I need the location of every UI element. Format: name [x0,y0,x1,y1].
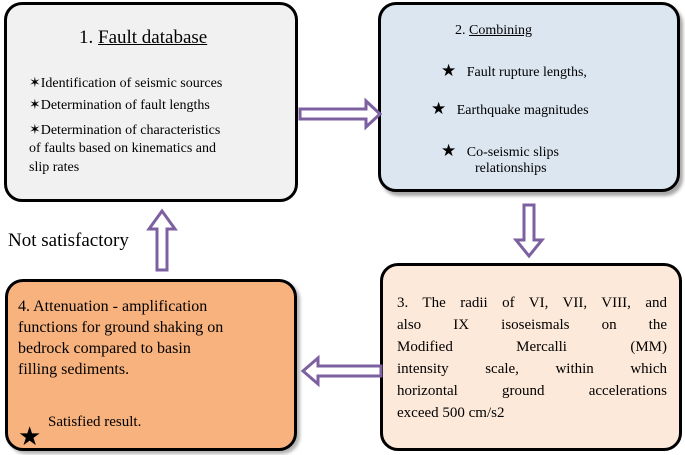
arrow-left [300,354,383,388]
box4-line-3: bedrock compared to basin [18,340,191,357]
star-icon: ✶ [29,123,41,138]
box2-item-2: ★ Earthquake magnitudes [431,99,589,118]
black-star-icon: ★ [18,422,42,451]
box4-line-4: filling sediments. [18,361,130,378]
box1-item-3: ✶Determination of characteristics [29,123,221,138]
black-star-icon: ★ [441,141,457,160]
star-icon: ✶ [29,76,41,91]
box3-text: 3. The radii of VI, VII, VIII, and also … [397,292,667,424]
box3-line-5: horizontal ground accelerations [397,383,667,399]
star-icon: ✶ [29,98,41,113]
box2-title: Combining [469,23,533,38]
box3-line-1: 3. The radii of VI, VII, VIII, and [397,295,667,311]
box3-line-3: Modified Mercalli (MM) [397,339,667,355]
isoseismals-box: 3. The radii of VI, VII, VIII, and also … [380,263,682,451]
box1-heading: 1. Fault database [79,27,207,49]
box2-number: 2. [455,23,466,38]
black-star-icon: ★ [441,61,457,80]
box1-item-3-line-3: slip rates [29,160,80,175]
satisfied-result-label: Satisfied result. [48,414,142,430]
box2-item-3-line-2: relationships [475,161,547,176]
box1-number: 1. [79,27,94,48]
combining-box: 2. Combining ★ Fault rupture lengths, ★ … [378,2,680,192]
box3-line-4: intensity scale, within which [397,361,667,377]
box3-line-6: exceed 500 cm/s2 [397,405,505,421]
attenuation-box: 4. Attenuation - amplification functions… [5,279,297,451]
box1-title: Fault database [98,27,208,48]
box2-item-3: ★ Co-seismic slips [441,141,559,160]
arrow-right [298,97,383,131]
box2-heading: 2. Combining [455,23,532,39]
box1-item-1: ✶Identification of seismic sources [29,76,223,91]
black-star-icon: ★ [431,99,447,118]
box2-item-1: ★ Fault rupture lengths, [441,61,587,80]
fault-database-box: 1. Fault database ✶Identification of sei… [4,2,298,202]
box3-line-2: also IX isoseismals on the [397,317,667,333]
box1-item-2: ✶Determination of fault lengths [29,98,210,113]
not-satisfactory-label: Not satisfactory [8,230,129,251]
box1-item-3-line-2: of faults based on kinematics and [29,141,217,156]
box4-line-2: functions for ground shaking on [18,319,224,336]
box4-text: 4. Attenuation - amplification functions… [18,296,223,380]
arrow-down [512,203,546,259]
arrow-up [146,208,178,272]
box4-line-1: 4. Attenuation - amplification [18,298,208,315]
